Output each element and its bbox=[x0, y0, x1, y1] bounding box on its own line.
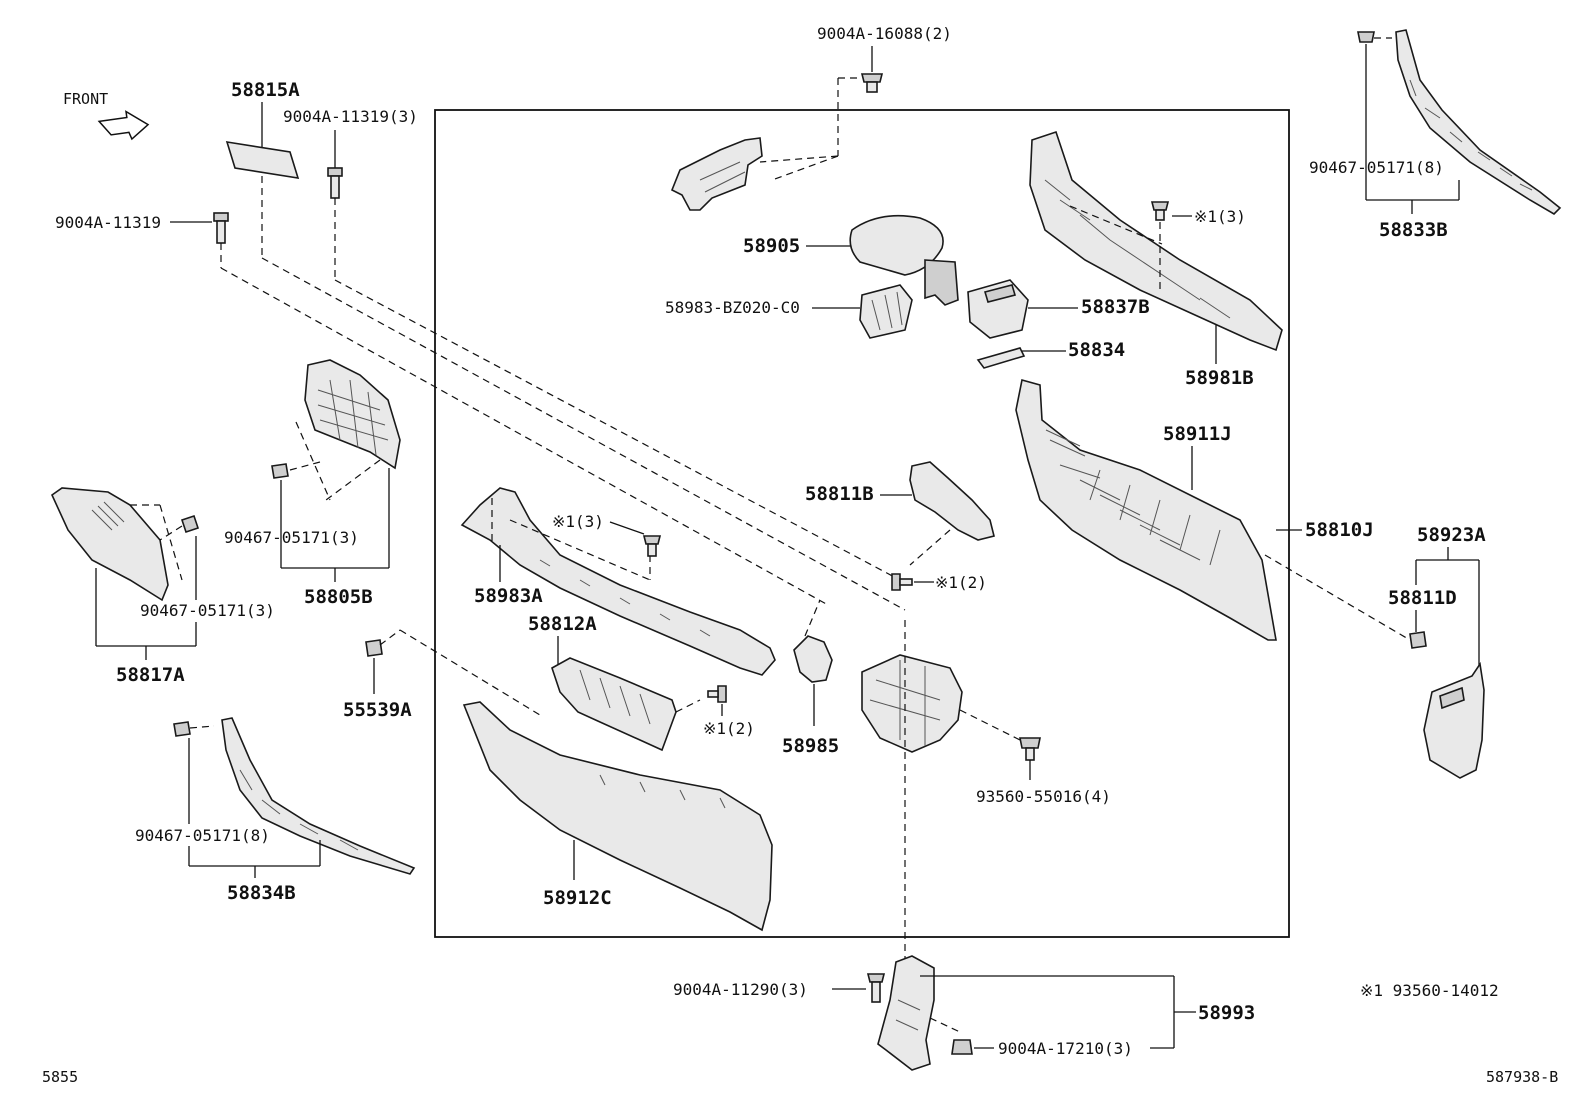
label-9004A-17210-3: 9004A-17210(3) bbox=[998, 1039, 1133, 1058]
lid-58905: 58905 bbox=[743, 214, 959, 306]
panel-58805B: 90467-05171(3) 58805B bbox=[224, 359, 401, 608]
label-58837B: 58837B bbox=[1081, 296, 1150, 318]
note-1-2-upper: ※1(2) bbox=[935, 573, 987, 592]
panel-58912C: 58912C bbox=[462, 701, 773, 932]
part-58812A: 58812A bbox=[528, 613, 701, 752]
label-58985: 58985 bbox=[782, 735, 839, 757]
part-58983-BZ020-C0: 58983-BZ020-C0 bbox=[665, 284, 913, 339]
label-90467-05171-3-a: 90467-05171(3) bbox=[224, 528, 359, 547]
bracket-58985: 58985 bbox=[782, 599, 839, 757]
label-9004A-16088-2: 9004A-16088(2) bbox=[817, 24, 952, 43]
label-9004A-11290-3: 9004A-11290(3) bbox=[673, 980, 808, 999]
label-58993: 58993 bbox=[1198, 1002, 1255, 1024]
note-1-3-upper: ※1(3) bbox=[1194, 207, 1246, 226]
part-58834: 58834 bbox=[976, 339, 1125, 369]
label-58911J: 58911J bbox=[1163, 423, 1232, 445]
trim-58834B: 90467-05171(8) 58834B bbox=[135, 717, 416, 904]
label-58812A: 58812A bbox=[528, 613, 597, 635]
label-90467-05171-8-top: 90467-05171(8) bbox=[1309, 158, 1444, 177]
label-58912C: 58912C bbox=[543, 887, 612, 909]
front-label: FRONT bbox=[63, 90, 108, 108]
box-center: 93560-55016(4) bbox=[861, 620, 1111, 990]
label-90467-05171-8-bot: 90467-05171(8) bbox=[135, 826, 270, 845]
pad-58815A: 58815A bbox=[225, 79, 906, 611]
label-58981B: 58981B bbox=[1185, 367, 1254, 389]
part-58837B: 58837B bbox=[967, 279, 1150, 339]
label-58834: 58834 bbox=[1068, 339, 1125, 361]
assembly-frame bbox=[434, 109, 1290, 938]
footnote: ※1 93560-14012 bbox=[1360, 981, 1499, 1000]
clip-note-1-3-upper: ※1(3) bbox=[1150, 201, 1246, 290]
label-93560-55016-4: 93560-55016(4) bbox=[976, 787, 1111, 806]
front-arrow: FRONT bbox=[63, 90, 150, 141]
panel-58911J: 58911J 58810J bbox=[1015, 378, 1411, 641]
label-58810J: 58810J bbox=[1305, 519, 1374, 541]
clip-note-1-2-lower: ※1(2) bbox=[703, 685, 755, 738]
bracket-top bbox=[670, 137, 763, 211]
clip-note-1-2-upper: ※1(2) bbox=[891, 573, 987, 592]
note-1-3-lower: ※1(3) bbox=[552, 512, 604, 531]
trim-58981B: 58981B bbox=[1029, 130, 1283, 389]
trim-58833B: 90467-05171(8) 58833B bbox=[1309, 29, 1562, 241]
label-58833B: 58833B bbox=[1379, 219, 1448, 241]
label-58834B: 58834B bbox=[227, 882, 296, 904]
label-58817A: 58817A bbox=[116, 664, 185, 686]
part-58811B: 58811B bbox=[805, 461, 995, 566]
code-left: 5855 bbox=[42, 1068, 78, 1086]
label-58983-BZ020-C0: 58983-BZ020-C0 bbox=[665, 298, 800, 317]
panel-58817A: 90467-05171(3) 58817A bbox=[50, 487, 275, 686]
bracket-58993: 9004A-11290(3) 58993 9004A-17210(3) bbox=[673, 955, 1255, 1071]
label-9004A-11319-3: 9004A-11319(3) bbox=[283, 107, 418, 126]
note-1-2-lower: ※1(2) bbox=[703, 719, 755, 738]
code-right: 587938-B bbox=[1486, 1068, 1558, 1086]
label-58811D: 58811D bbox=[1388, 587, 1457, 609]
clip-9004A-16088: 9004A-16088(2) bbox=[759, 24, 952, 181]
label-9004A-11319: 9004A-11319 bbox=[55, 213, 161, 232]
label-58805B: 58805B bbox=[304, 586, 373, 608]
panel-58923A: 58923A 58811D bbox=[1388, 524, 1486, 779]
label-58923A: 58923A bbox=[1417, 524, 1486, 546]
label-90467-05171-3-b: 90467-05171(3) bbox=[140, 601, 275, 620]
label-58815A: 58815A bbox=[231, 79, 300, 101]
bolt-9004A-11319-3: 9004A-11319(3) bbox=[283, 107, 901, 581]
clip-55539A: 55539A bbox=[343, 629, 541, 721]
label-58983A: 58983A bbox=[474, 585, 543, 607]
trim-58983A: 58983A bbox=[460, 487, 776, 676]
label-55539A: 55539A bbox=[343, 699, 412, 721]
label-58905: 58905 bbox=[743, 235, 800, 257]
bolt-9004A-11319: 9004A-11319 bbox=[55, 212, 829, 606]
label-58811B: 58811B bbox=[805, 483, 874, 505]
clip-note-1-3-lower: ※1(3) bbox=[552, 512, 662, 557]
